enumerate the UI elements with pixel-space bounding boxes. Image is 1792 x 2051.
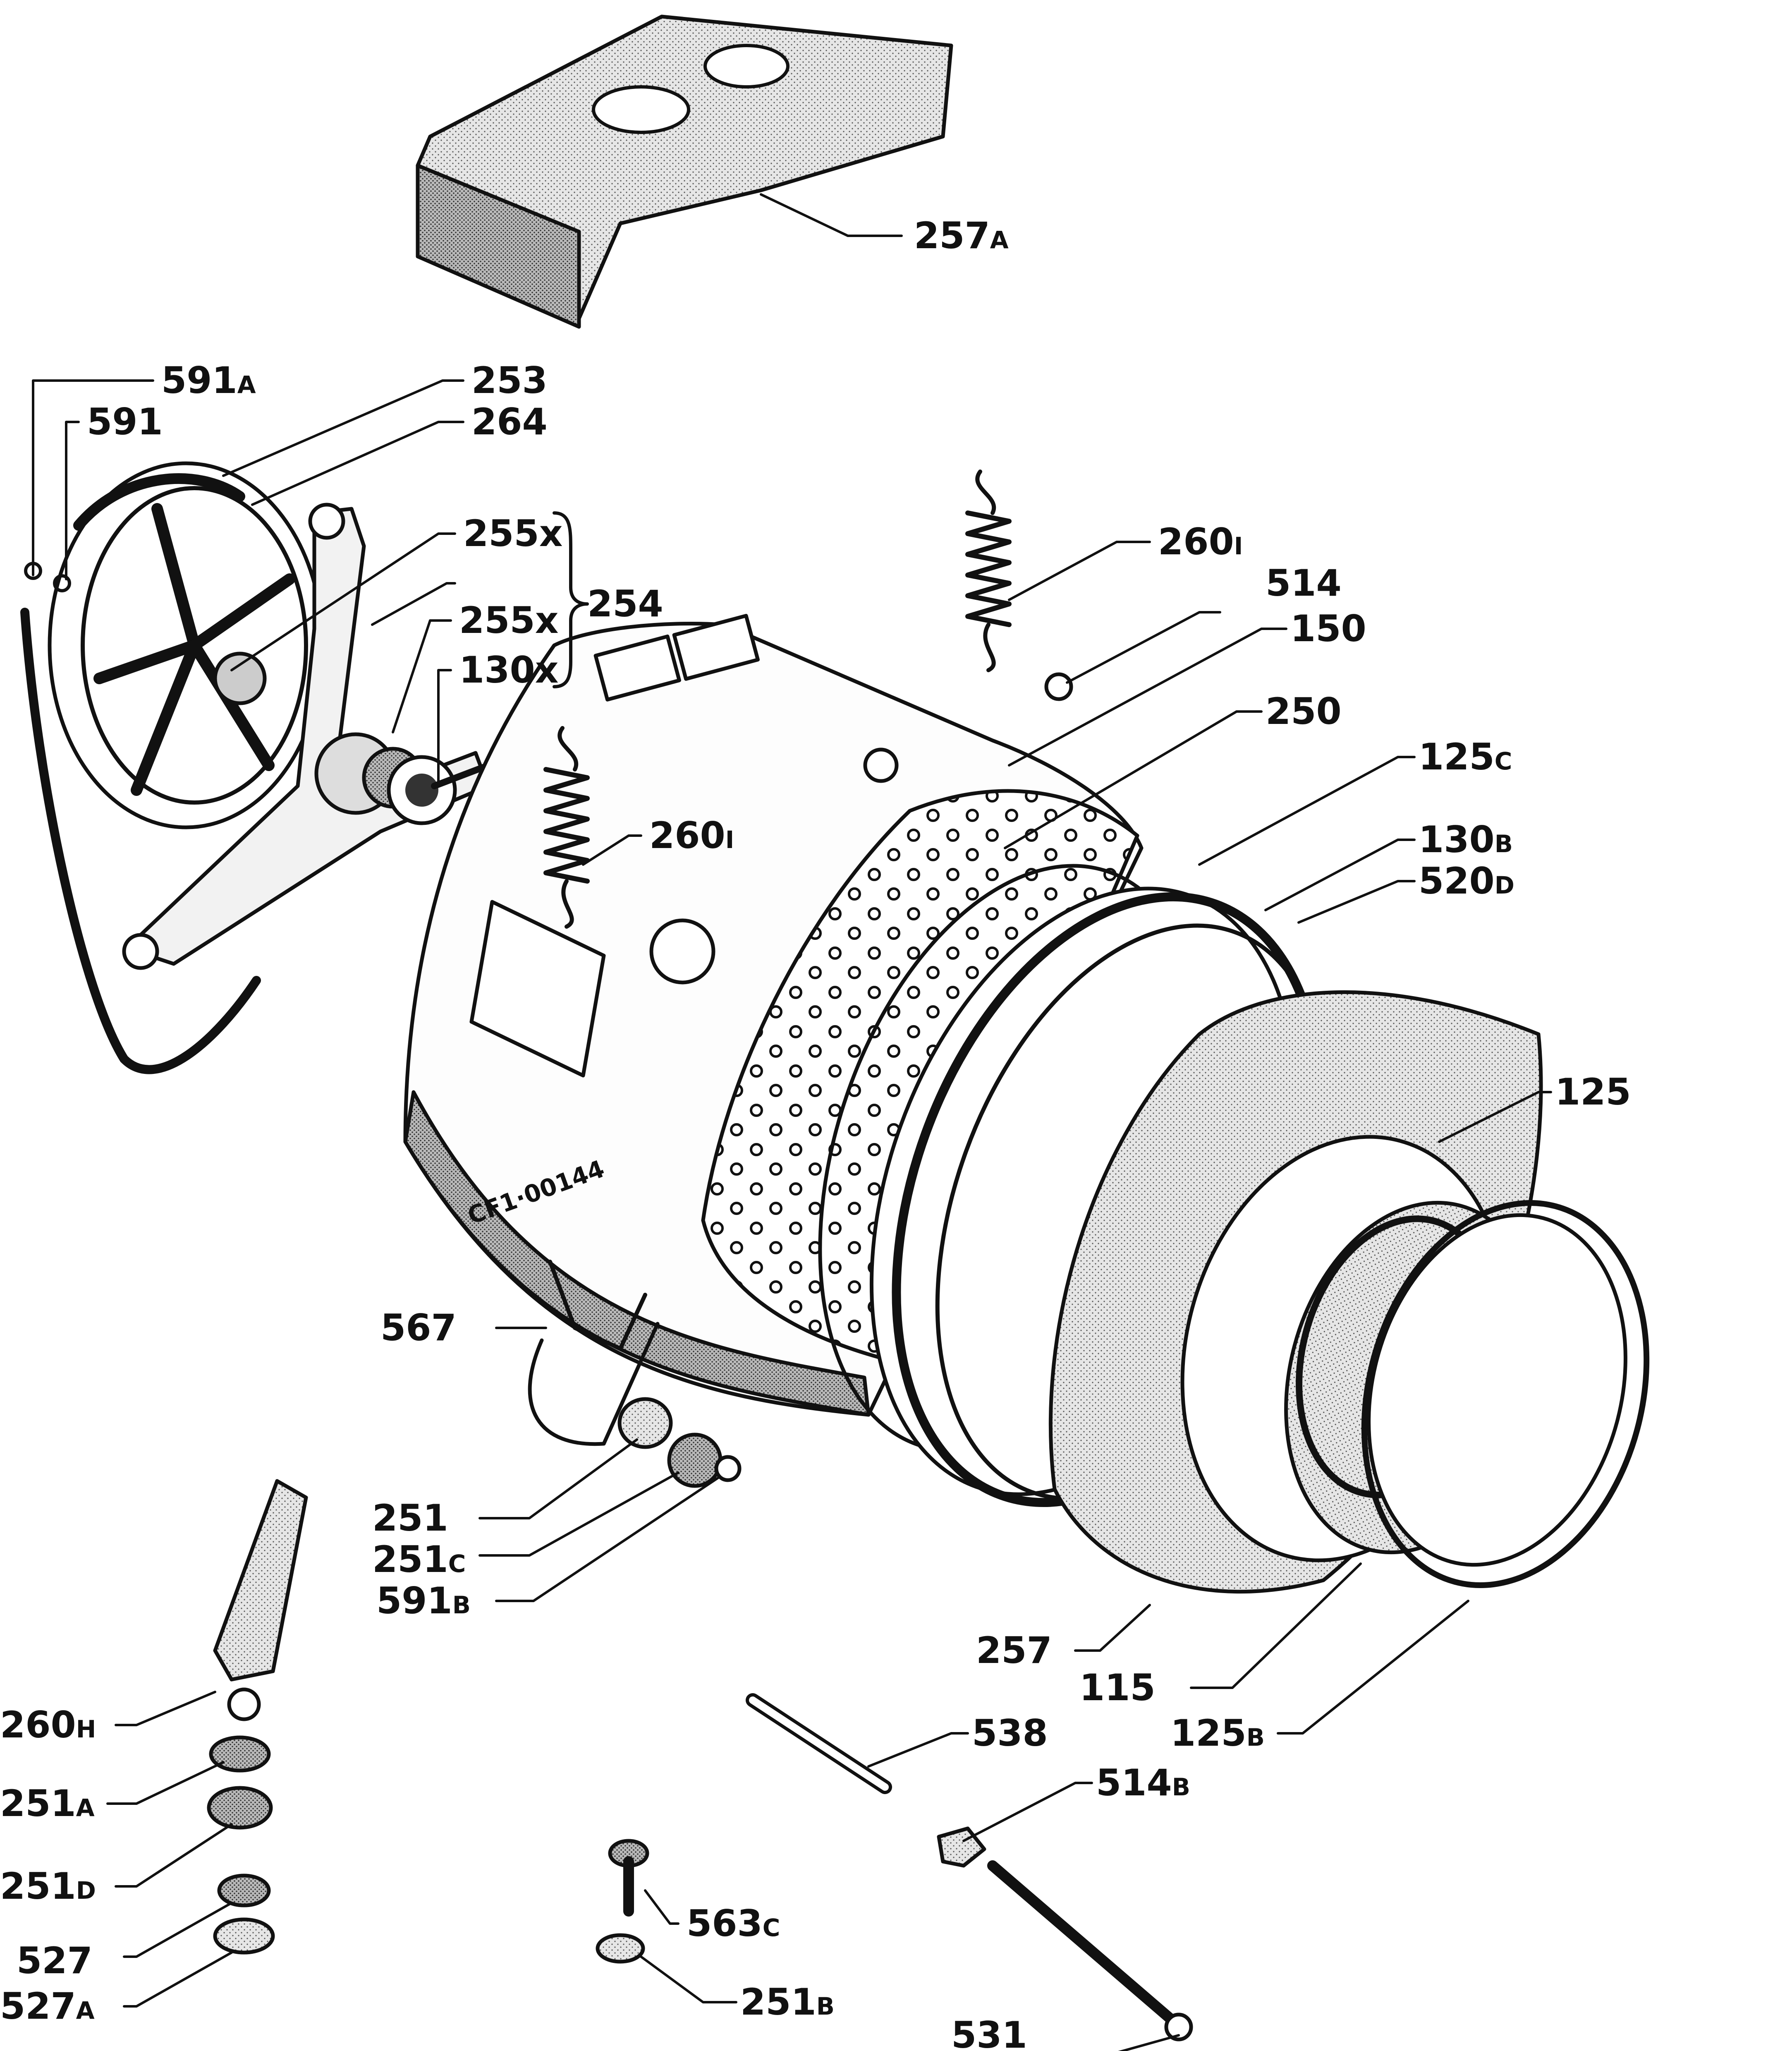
label-531: 531 — [951, 2014, 1027, 2051]
door-seal-115 — [1284, 1200, 1650, 1588]
label-527a: 527A — [0, 1985, 95, 2027]
counterweight-block-257a — [416, 14, 953, 329]
label-514: 514 — [1266, 562, 1342, 604]
label-125: 125 — [1555, 1071, 1631, 1113]
label-254: 254 — [587, 582, 663, 625]
label-257: 257 — [976, 1629, 1052, 1672]
label-591b: 591B — [376, 1579, 471, 1622]
suspension-spring-260i-mid — [543, 726, 590, 929]
label-255x-2: 255x — [459, 599, 558, 642]
label-253: 253 — [471, 359, 548, 402]
plug-514 — [1044, 672, 1073, 701]
label-255x-1: 255x — [463, 512, 562, 555]
part-labels: 257A 591A 253 591 264 255x 254 255x 130x… — [0, 214, 1631, 2051]
label-251a: 251A — [0, 1782, 95, 1825]
suspension-spring-260i-top — [965, 470, 1012, 672]
label-115: 115 — [1079, 1666, 1156, 1709]
brace-254 — [553, 511, 589, 688]
small-parts — [207, 1322, 1193, 2041]
leader-lines — [32, 193, 1552, 2051]
label-150: 150 — [1290, 607, 1366, 650]
tub-bracket — [672, 613, 760, 681]
label-251: 251 — [372, 1497, 448, 1539]
label-527: 527 — [17, 1939, 93, 1982]
label-250: 250 — [1266, 690, 1342, 733]
label-257a: 257A — [914, 214, 1009, 257]
label-260i-top: 260I — [1158, 520, 1243, 563]
label-130x: 130x — [459, 649, 558, 691]
counterweight-hole — [703, 44, 790, 89]
label-520d: 520D — [1419, 860, 1514, 902]
label-251c: 251C — [372, 1538, 466, 1581]
label-125c: 125C — [1419, 736, 1512, 778]
label-260h: 260H — [0, 1704, 96, 1746]
label-591a: 591A — [161, 359, 256, 402]
label-567: 567 — [380, 1306, 457, 1349]
tub-bracket — [593, 634, 681, 702]
label-563c: 563C — [687, 1902, 780, 1945]
label-251d: 251D — [0, 1865, 96, 1907]
label-538: 538 — [972, 1712, 1048, 1754]
drive-pulley-253 — [20, 461, 325, 1074]
label-251b: 251B — [740, 1981, 835, 2023]
label-125b: 125B — [1170, 1712, 1265, 1754]
label-264: 264 — [471, 400, 548, 443]
label-514b: 514B — [1096, 1761, 1190, 1804]
label-130b: 130B — [1419, 818, 1513, 861]
label-591: 591 — [87, 400, 163, 443]
counterweight-hole — [592, 85, 690, 134]
label-260i-mid: 260I — [649, 814, 734, 857]
